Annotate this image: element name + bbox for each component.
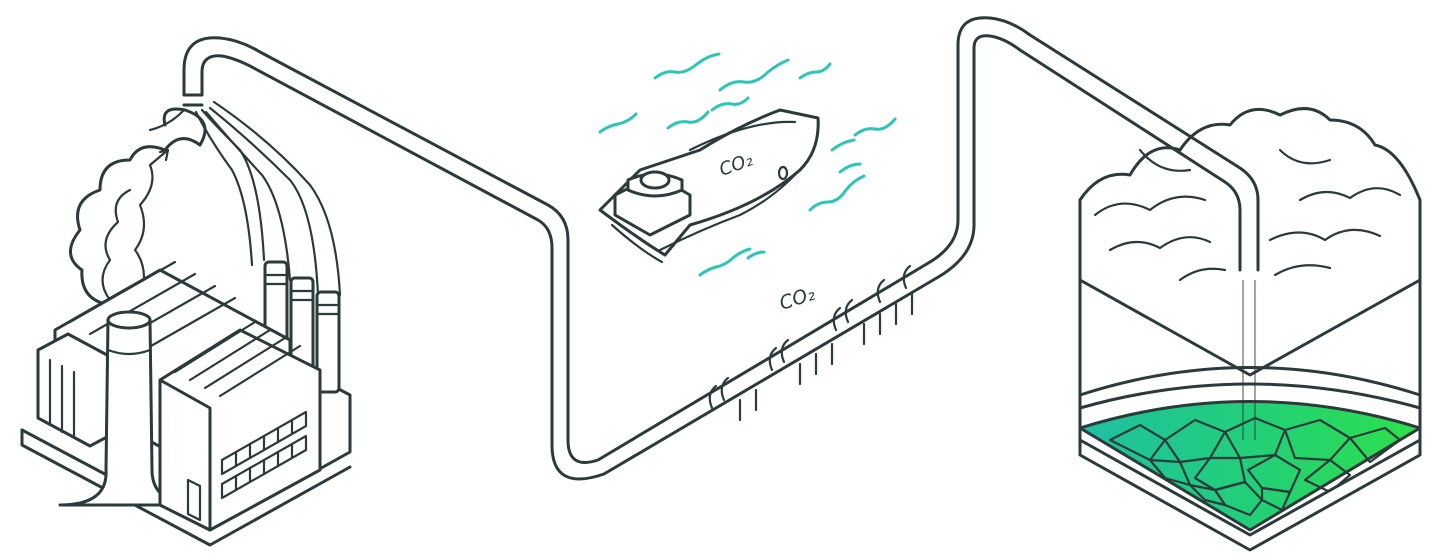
smoke-cloud	[70, 109, 205, 305]
pipeline-supports	[740, 294, 912, 420]
factory	[22, 102, 350, 545]
co2-ship: CO₂	[600, 110, 818, 262]
co2-pipeline: CO₂	[184, 18, 1258, 479]
pipeline-co2-label: CO₂	[777, 283, 818, 315]
